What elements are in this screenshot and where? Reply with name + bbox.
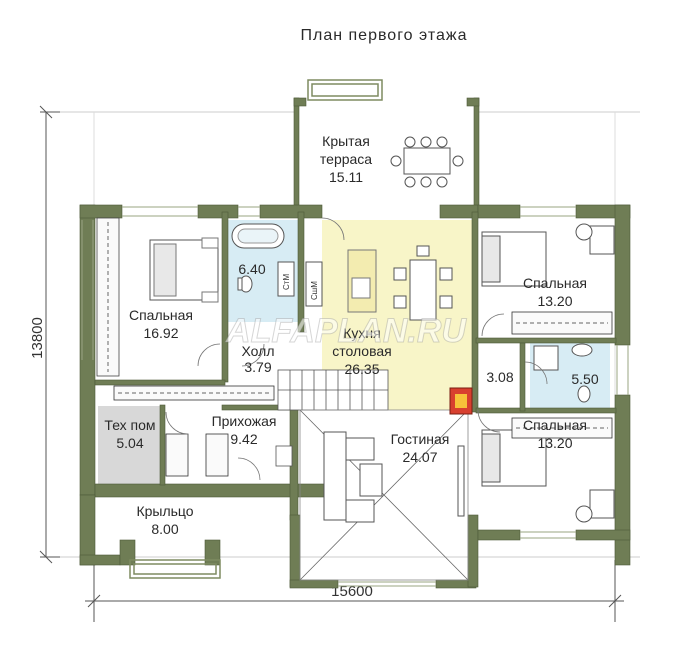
- bedroom-left-area: 16.92: [143, 325, 178, 341]
- wardrobe-icon: [96, 217, 120, 377]
- sofa-icon: [323, 431, 383, 523]
- kitchen-name-line2: столовая: [332, 343, 392, 359]
- entry-name: Прихожая: [212, 413, 277, 429]
- living-area: 24.07: [402, 449, 437, 465]
- kitchen-island-icon: [347, 249, 377, 313]
- entry-wardrobe-icon: [113, 385, 293, 477]
- walls: [79, 97, 631, 589]
- bathtub-icon: [231, 223, 285, 249]
- bedroom-bottom-right-area: 13.20: [537, 435, 572, 451]
- windows: [81, 206, 629, 587]
- bed-right-top-icon: [481, 223, 615, 287]
- kitchen-name-line1: Кухня: [343, 325, 380, 341]
- living-name: Гостиная: [391, 431, 450, 447]
- hall-name: Холл: [242, 343, 275, 359]
- tech-room-area: 5.04: [116, 435, 143, 451]
- width-dimension: 15600: [331, 583, 373, 600]
- bath-area: 6.40: [238, 261, 265, 277]
- terrace-name-line2: терраса: [320, 151, 372, 167]
- wc-area: 5.50: [571, 371, 598, 387]
- terrace-railing: [307, 79, 383, 101]
- terrace-area: 15.11: [329, 169, 363, 185]
- porch-name: Крыльцо: [136, 503, 193, 519]
- terrace-name-line1: Крытая: [322, 133, 370, 149]
- kitchen-area: 26.35: [344, 361, 379, 377]
- door-swings: [165, 217, 548, 481]
- bed-icon: [149, 237, 219, 303]
- hall-area: 3.79: [244, 359, 271, 375]
- bedroom-bottom-right-name: Спальная: [523, 417, 587, 433]
- watermark: ALFAPLAN.RU: [225, 312, 467, 350]
- wardrobe-right-top-icon: [511, 311, 613, 335]
- closet-area: 3.08: [486, 369, 513, 385]
- terrace-table-icon: [390, 136, 464, 188]
- plan-title: План первого этажа: [301, 27, 468, 44]
- fireplace-icon: [449, 387, 473, 415]
- tv-icon: [457, 445, 465, 517]
- toilet-icon: [237, 275, 253, 293]
- washer-icon: СтМ: [277, 261, 295, 297]
- bedroom-top-right-area: 13.20: [537, 293, 572, 309]
- bedroom-left-name: Спальная: [129, 307, 193, 323]
- svg-text:СшМ: СшМ: [310, 281, 319, 300]
- dining-table-icon: [393, 245, 453, 321]
- entry-area: 9.42: [230, 431, 257, 447]
- tech-room-floor: [98, 406, 164, 484]
- porch-steps: [129, 559, 221, 579]
- svg-text:СтМ: СтМ: [282, 274, 291, 290]
- dryer-icon: СшМ: [305, 261, 323, 307]
- porch-area: 8.00: [151, 521, 178, 537]
- room-labels: Крытая терраса 15.11 Спальная 16.92 6.40…: [104, 133, 598, 537]
- staircase: [277, 369, 389, 411]
- wardrobe-right-bottom-icon: [511, 417, 613, 439]
- bedroom-top-right-name: Спальная: [523, 275, 587, 291]
- bed-right-bottom-icon: [481, 429, 615, 523]
- height-dimension: 13800: [29, 317, 46, 359]
- tech-room-name: Тех пом: [104, 417, 155, 433]
